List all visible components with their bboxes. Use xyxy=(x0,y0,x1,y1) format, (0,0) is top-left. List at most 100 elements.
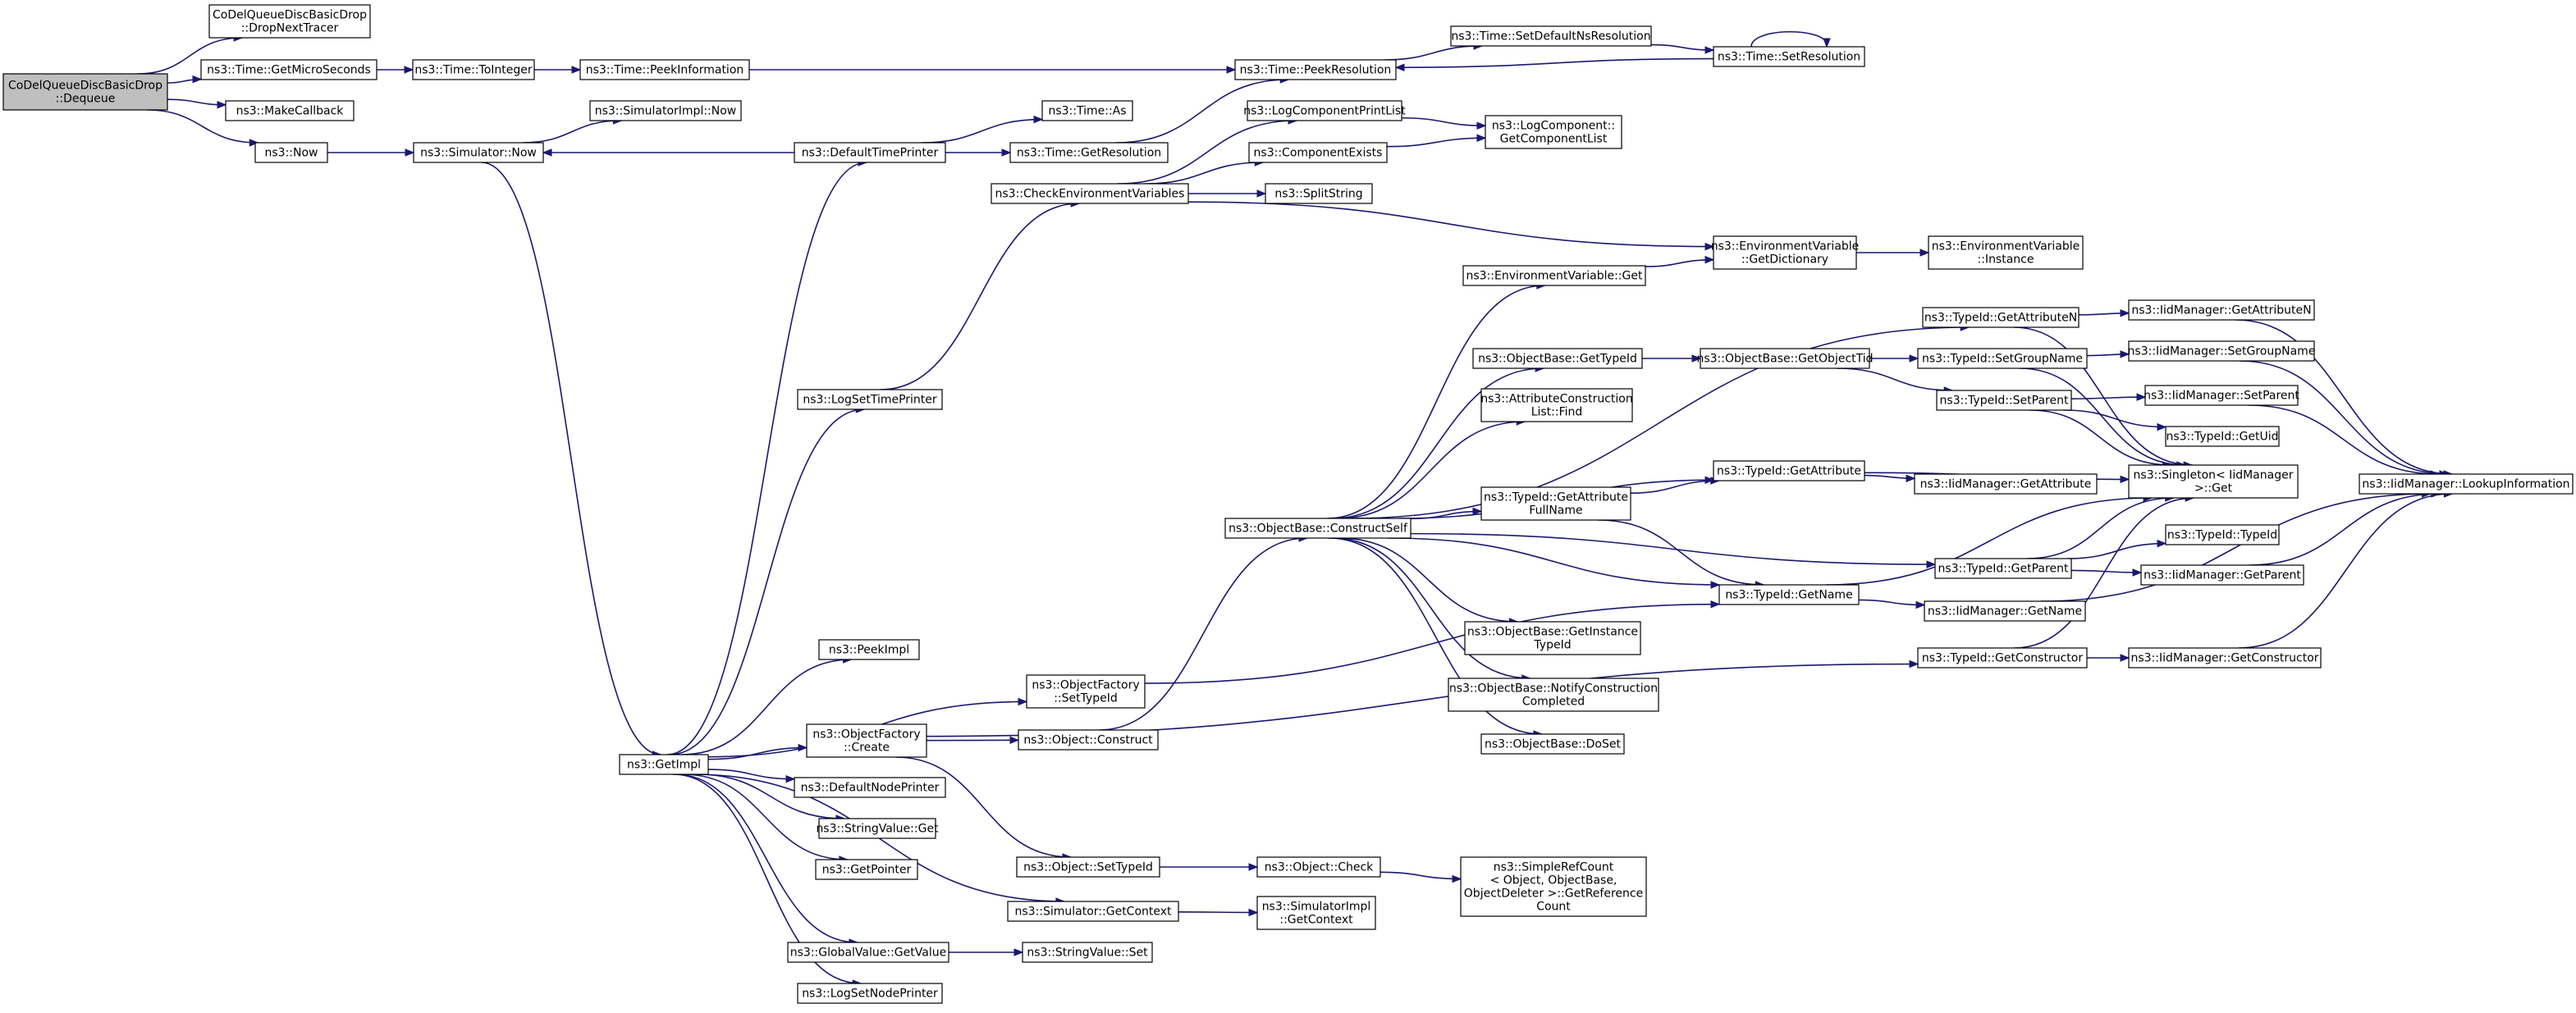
node-iidgetattr[interactable]: ns3::IidManager::GetAttribute xyxy=(1914,473,2098,495)
node-simplerefcount[interactable]: ns3::SimpleRefCount< Object, ObjectBase,… xyxy=(1460,856,1647,917)
node-envinst[interactable]: ns3::EnvironmentVariable::Instance xyxy=(1928,235,2084,270)
node-obgetobjtid[interactable]: ns3::ObjectBase::GetObjectTid xyxy=(1696,348,1874,369)
node-peekinfo[interactable]: ns3::Time::PeekInformation xyxy=(579,59,750,80)
node-compexists[interactable]: ns3::ComponentExists xyxy=(1248,142,1388,163)
edge-dequeue-to-makecb xyxy=(167,98,227,109)
node-box xyxy=(818,639,920,660)
edge-line xyxy=(1750,30,1828,48)
node-label: ::Dequeue xyxy=(56,93,116,106)
node-label: ns3::Time::As xyxy=(1048,105,1126,118)
node-obgettypeid[interactable]: ns3::ObjectBase::GetTypeId xyxy=(1472,348,1643,369)
node-obdoset[interactable]: ns3::ObjectBase::DoSet xyxy=(1480,733,1625,755)
edge-peekinfo-to-peekres xyxy=(749,66,1237,74)
node-tgetname[interactable]: ns3::TypeId::GetName xyxy=(1718,584,1860,605)
node-label: ns3::SimpleRefCount xyxy=(1494,861,1614,874)
node-tgetuid[interactable]: ns3::TypeId::GetUid xyxy=(2165,426,2280,447)
edge-line xyxy=(2238,493,2453,649)
node-iidgetparent[interactable]: ns3::IidManager::GetParent xyxy=(2140,564,2304,586)
edge-simnow-to-simimplnow xyxy=(522,116,623,144)
node-label: GetComponentList xyxy=(1500,133,1608,146)
node-getimpl[interactable]: ns3::GetImpl xyxy=(619,754,709,775)
node-iidgetattrn[interactable]: ns3::IidManager::GetAttributeN xyxy=(2128,299,2315,321)
node-simnow[interactable]: ns3::Simulator::Now xyxy=(413,142,544,163)
node-iidsetgroup[interactable]: ns3::IidManager::SetGroupName xyxy=(2128,340,2316,362)
node-deftimeprinter[interactable]: ns3::DefaultTimePrinter xyxy=(794,142,946,163)
node-tgetparent[interactable]: ns3::TypeId::GetParent xyxy=(1934,558,2072,579)
edge-line xyxy=(1410,532,1936,565)
node-label: ns3::GetPointer xyxy=(822,864,912,877)
node-makecb[interactable]: ns3::MakeCallback xyxy=(225,100,355,121)
node-dropnext[interactable]: CoDelQueueDiscBasicDrop::DropNextTracer xyxy=(208,4,371,39)
node-peekimpl[interactable]: ns3::PeekImpl xyxy=(818,639,920,660)
node-splitstring[interactable]: ns3::SplitString xyxy=(1265,183,1373,204)
node-peekres[interactable]: ns3::Time::PeekResolution xyxy=(1234,59,1397,80)
node-objconstruct[interactable]: ns3::Object::Construct xyxy=(1018,729,1159,751)
node-getres[interactable]: ns3::Time::GetResolution xyxy=(1009,142,1169,163)
node-gvgetvalue[interactable]: ns3::GlobalValue::GetValue xyxy=(787,942,949,963)
node-box xyxy=(2128,299,2315,321)
node-envgetdict[interactable]: ns3::EnvironmentVariable::GetDictionary xyxy=(1711,235,1860,270)
node-logsettime[interactable]: ns3::LogSetTimePrinter xyxy=(797,389,943,410)
edge-line xyxy=(146,109,259,144)
node-label: ns3::TypeId::GetParent xyxy=(1938,563,2069,576)
node-strget[interactable]: ns3::StringValue::Get xyxy=(816,818,939,839)
node-objcheck[interactable]: ns3::Object::Check xyxy=(1256,856,1381,878)
node-tgetctor[interactable]: ns3::TypeId::GetConstructor xyxy=(1917,647,2088,668)
edge-arrowhead xyxy=(1256,189,1267,198)
node-box xyxy=(1914,473,2098,495)
node-tsetgroup[interactable]: ns3::TypeId::SetGroupName xyxy=(1917,348,2088,369)
node-setres[interactable]: ns3::Time::SetResolution xyxy=(1713,46,1865,67)
node-label: ns3::ObjectBase::ConstructSelf xyxy=(1229,522,1408,536)
node-getmicro[interactable]: ns3::Time::GetMicroSeconds xyxy=(200,59,377,80)
node-checkenv[interactable]: ns3::CheckEnvironmentVariables xyxy=(991,183,1189,204)
node-simimplnow[interactable]: ns3::SimulatorImpl::Now xyxy=(589,100,742,121)
node-label: ns3::CheckEnvironmentVariables xyxy=(995,188,1185,201)
node-tgetattr[interactable]: ns3::TypeId::GetAttribute xyxy=(1713,460,1865,481)
edge-arrowhead xyxy=(1919,249,1930,257)
node-label: ns3::TypeId::GetAttributeN xyxy=(1924,312,2077,325)
edge-arrowhead xyxy=(1018,697,1028,706)
node-iidsetparent[interactable]: ns3::IidManager::SetParent xyxy=(2144,385,2299,406)
node-iidlookup[interactable]: ns3::IidManager::LookupInformation xyxy=(2359,473,2574,495)
node-logsetnode[interactable]: ns3::LogSetNodePrinter xyxy=(797,983,943,1004)
node-box xyxy=(1256,856,1381,878)
edge-line xyxy=(667,162,867,755)
node-dequeue[interactable]: CoDelQueueDiscBasicDrop::Dequeue xyxy=(2,73,168,111)
node-box xyxy=(787,942,949,963)
node-iidgetname[interactable]: ns3::IidManager::GetName xyxy=(1924,600,2086,622)
node-getpointer[interactable]: ns3::GetPointer xyxy=(815,859,918,880)
edge-tsetgroup-to-iidsetgroup xyxy=(2086,350,2130,358)
edge-line xyxy=(2070,569,2142,573)
edge-line xyxy=(1650,43,1714,51)
node-simimplgetctx[interactable]: ns3::SimulatorImpl::GetContext xyxy=(1256,896,1376,930)
node-tsetparent[interactable]: ns3::TypeId::SetParent xyxy=(1936,390,2072,411)
node-objsettypeid[interactable]: ns3::Object::SetTypeId xyxy=(1016,856,1160,878)
node-ofsettypeid[interactable]: ns3::ObjectFactory::SetTypeId xyxy=(1026,674,1146,709)
node-singleton[interactable]: ns3::Singleton< IidManager>::Get xyxy=(2128,464,2299,499)
node-ttypeid[interactable]: ns3::TypeId::TypeId xyxy=(2165,524,2280,545)
node-strset[interactable]: ns3::StringValue::Set xyxy=(1022,942,1153,963)
node-simgetctx[interactable]: ns3::Simulator::GetContext xyxy=(1007,901,1179,922)
node-obnotify[interactable]: ns3::ObjectBase::NotifyConstructionCompl… xyxy=(1448,678,1659,712)
node-timeas[interactable]: ns3::Time::As xyxy=(1041,100,1133,121)
node-logcompget[interactable]: ns3::LogComponent::GetComponentList xyxy=(1485,115,1622,149)
node-label: ns3::Object::Check xyxy=(1265,861,1374,874)
node-label: ns3::Time::GetResolution xyxy=(1017,147,1161,160)
node-envget[interactable]: ns3::EnvironmentVariable::Get xyxy=(1462,265,1646,286)
node-defnodeprinter[interactable]: ns3::DefaultNodePrinter xyxy=(794,777,946,798)
node-now[interactable]: ns3::Now xyxy=(254,142,328,163)
edge-objcheck-to-simplerefcount xyxy=(1380,871,1462,883)
node-tointeger[interactable]: ns3::Time::ToInteger xyxy=(412,59,535,80)
node-logcompprint[interactable]: ns3::LogComponentPrintList xyxy=(1243,100,1406,121)
node-box xyxy=(1022,942,1153,963)
edge-line xyxy=(675,773,858,943)
node-tgetattrn[interactable]: ns3::TypeId::GetAttributeN xyxy=(1922,307,2080,328)
node-ofcreate[interactable]: ns3::ObjectFactory::Create xyxy=(806,723,927,758)
node-iidgetctor[interactable]: ns3::IidManager::GetConstructor xyxy=(2128,647,2322,668)
node-obconstructself[interactable]: ns3::ObjectBase::ConstructSelf xyxy=(1224,518,1412,539)
node-setdefres[interactable]: ns3::Time::SetDefaultNsResolution xyxy=(1450,25,1652,47)
